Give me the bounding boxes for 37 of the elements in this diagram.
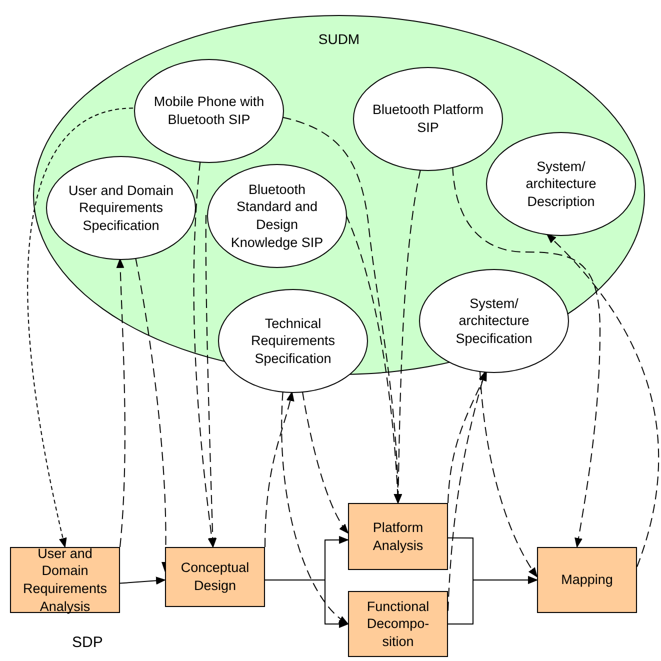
process-box [10, 547, 120, 613]
node-label: Functional Decompo- sition [366, 598, 430, 650]
dashed-arrow [193, 161, 216, 548]
node-label: User and Domain Requirements Analysis [22, 544, 108, 616]
node-label: Technical Requirements Specification [250, 314, 336, 368]
node-label: Conceptual Design [180, 559, 250, 595]
node-label: SUDM [318, 31, 360, 47]
process-box [348, 591, 448, 657]
node-label: Mobile Phone with Bluetooth SIP [153, 93, 265, 129]
arrow [264, 580, 349, 628]
arrow [120, 576, 166, 585]
node-label: User and Domain Requirements Specification [67, 182, 175, 234]
node-label: System/ architecture Specification [454, 294, 534, 348]
node-label: Platform Analysis [372, 518, 424, 554]
dashed-arrow [346, 214, 402, 504]
node-label: Bluetooth Platform SIP [372, 101, 484, 137]
process-box [537, 547, 637, 613]
dashed-arrow [281, 391, 349, 625]
node-label: System/ architecture Description [524, 158, 598, 210]
diagram-label: SDP [72, 634, 103, 651]
node-label: Bluetooth Standard and Design Knowledge SIP [230, 180, 324, 252]
dashed-arrow [205, 214, 217, 548]
process-box [165, 547, 265, 607]
dashed-arrow [264, 391, 294, 548]
dashed-arrow [448, 370, 487, 612]
process-box [348, 503, 448, 570]
dashed-arrow [448, 370, 487, 504]
arrow [448, 576, 538, 624]
node-label: Mapping [561, 571, 613, 589]
dashed-arrow [27, 108, 134, 548]
dashed-arrow [135, 257, 170, 572]
dashed-arrow [479, 370, 538, 578]
dashed-arrow [302, 391, 349, 534]
dashed-arrow [116, 258, 126, 548]
dashed-arrow [452, 166, 600, 548]
dashed-arrow [546, 234, 659, 568]
artifact-ellipse [46, 156, 196, 260]
